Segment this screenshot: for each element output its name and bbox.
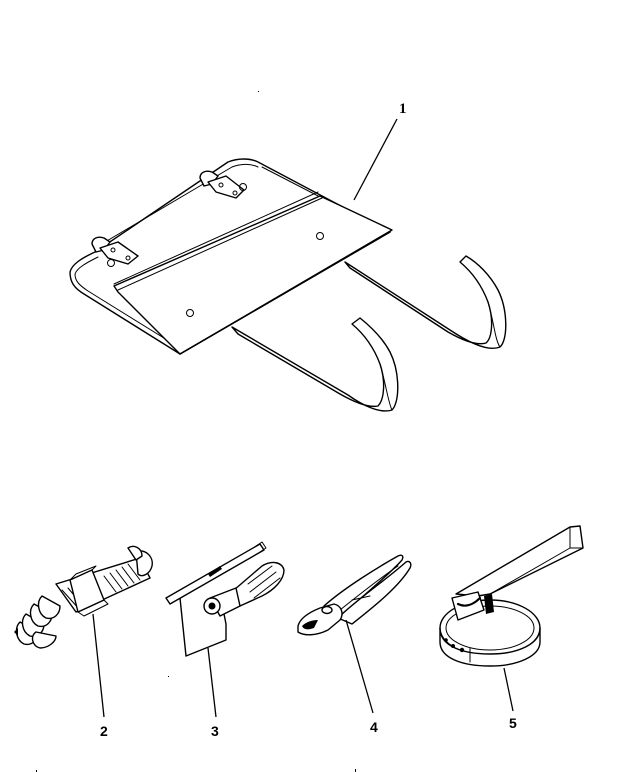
part-5-filter-wrench: 5 — [439, 525, 584, 731]
part-3-screwdriver-set: 3 — [165, 541, 285, 739]
scan-specks — [14, 91, 356, 772]
callout-5: 5 — [509, 715, 517, 731]
callout-leader-2 — [92, 613, 105, 718]
tray-hole — [186, 309, 194, 317]
callout-leader-4 — [345, 619, 374, 714]
tray-hook-front — [231, 317, 399, 412]
tray-plate — [113, 195, 393, 355]
part-2-wrench-set: 2 — [15, 545, 153, 739]
callout-leader-3 — [207, 647, 217, 718]
callout-1: 1 — [399, 101, 407, 117]
callout-4: 4 — [370, 719, 378, 735]
callout-3: 3 — [211, 723, 219, 739]
callout-leader-5 — [503, 667, 514, 712]
mounting-clip-rear — [199, 170, 247, 199]
part-4-pliers: 4 — [297, 554, 412, 735]
pliers-pivot — [321, 605, 333, 615]
tray-frame — [69, 158, 391, 355]
mounting-clip-front — [91, 236, 139, 267]
callout-leader-1 — [353, 118, 398, 201]
tray-hook-rear — [344, 255, 507, 349]
part-1-tool-tray: 1 — [69, 101, 507, 412]
callout-2: 2 — [100, 723, 108, 739]
tray-hole — [316, 232, 324, 240]
tool-card — [179, 597, 227, 657]
filter-wrench-handle — [455, 525, 584, 597]
